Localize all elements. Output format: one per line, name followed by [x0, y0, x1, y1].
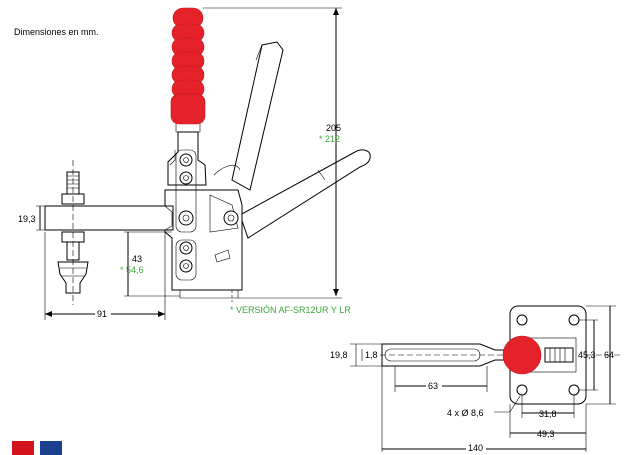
dim-height-alt: * 212	[319, 134, 340, 144]
dim-total-length: 140	[468, 443, 483, 453]
units-note: Dimensiones en mm.	[14, 27, 99, 37]
side-view: 205 * 212 19,3 43 * 54,6 91 * VERSIÓN AF…	[18, 7, 371, 320]
dim-bolt: 19,3	[18, 214, 36, 224]
dim-bar-length: 63	[428, 381, 438, 391]
spindle-bolt	[57, 160, 89, 305]
top-handle-knob	[502, 335, 542, 375]
ghost-arm-down	[239, 149, 371, 239]
handle-grip	[170, 7, 206, 133]
flag-blue-icon	[40, 441, 62, 455]
dim-base-height: 64	[604, 350, 614, 360]
dim-base-width: 49,3	[537, 429, 555, 439]
dim-hole-pitch-x: 31,8	[539, 409, 557, 419]
dim-bar-slot: 1,8	[365, 350, 378, 360]
flag-red-icon	[12, 441, 34, 455]
dim-bar-height: 19,8	[330, 350, 348, 360]
version-note: * VERSIÓN AF-SR12UR Y LR	[230, 305, 351, 315]
dim-width: 91	[97, 309, 107, 319]
dim-height-std: 205	[326, 123, 341, 133]
ghost-arm-up	[231, 41, 284, 191]
pivot-pins	[178, 153, 239, 273]
dim-base-height-alt: * 54,6	[120, 265, 144, 275]
clamp-bar	[44, 205, 174, 231]
dim-holes: 4 x Ø 8,6	[447, 408, 484, 418]
top-view: 19,8 1,8 63 4 x Ø 8,6 31,8 49,3 140 45,3…	[330, 305, 620, 454]
dim-base-height-std: 43	[132, 254, 142, 264]
clamp-body	[164, 189, 243, 291]
dim-hole-pitch-y: 45,3	[578, 350, 596, 360]
